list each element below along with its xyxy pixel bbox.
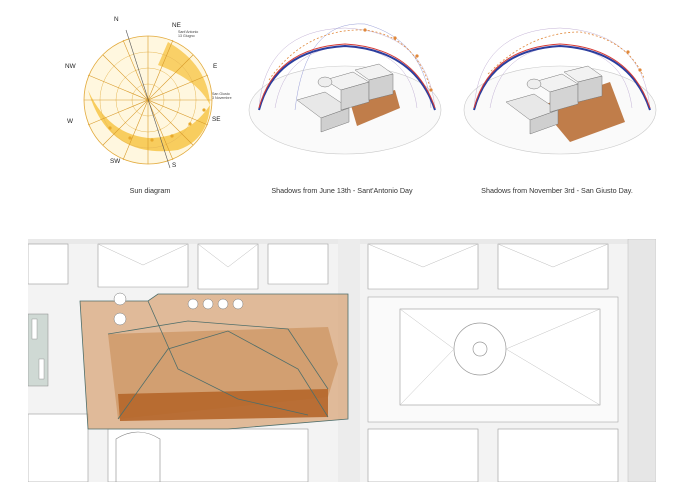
caption-sun-diagram: Sun diagram xyxy=(129,186,171,195)
site-plan-drawing xyxy=(28,239,656,482)
caption-june-shadows: Shadows from June 13th - Sant'Antonio Da… xyxy=(271,186,413,195)
caption-november-shadows: Shadows from November 3rd - San Giusto D… xyxy=(481,186,633,195)
june-shadow-panel xyxy=(245,10,445,182)
compass-e: E xyxy=(213,63,218,70)
apse xyxy=(115,431,161,482)
shadow-area xyxy=(540,82,625,142)
november-shadow-view xyxy=(463,27,657,155)
compass-nw: NW xyxy=(65,63,76,70)
sun-diagram xyxy=(83,29,213,169)
compass-rays xyxy=(84,36,212,164)
shadow-overlay-dark xyxy=(118,389,328,421)
hour-markers xyxy=(108,108,206,142)
november-shadow-panel xyxy=(460,10,660,182)
sun-diagram-panel: N NE E SE S SW W NW Sant'Antonio 13 Giug… xyxy=(48,10,248,182)
buildings-north xyxy=(28,243,609,290)
buildings xyxy=(296,63,394,133)
sun-arc-red xyxy=(473,43,651,109)
compass-sw: SW xyxy=(110,158,121,165)
compass-w: W xyxy=(67,118,74,125)
site-plan xyxy=(28,239,656,482)
sun-note-lower: San Giusto 3 Novembre xyxy=(212,92,232,101)
sun-arc-blue xyxy=(258,44,436,111)
compass-ne: NE xyxy=(172,22,181,29)
trees xyxy=(113,292,244,326)
sun-note-upper: Sant'Antonio 13 Giugno xyxy=(178,30,199,39)
compass-n: N xyxy=(114,16,119,23)
sun-arc-red xyxy=(258,43,436,109)
buildings xyxy=(505,65,603,135)
june-shadow-view xyxy=(248,23,442,155)
sun-arc-blue xyxy=(473,44,651,111)
compass-s: S xyxy=(172,162,177,169)
shadow-outlines xyxy=(79,293,349,430)
north-axis xyxy=(125,29,171,169)
compass-se: SE xyxy=(212,116,221,123)
